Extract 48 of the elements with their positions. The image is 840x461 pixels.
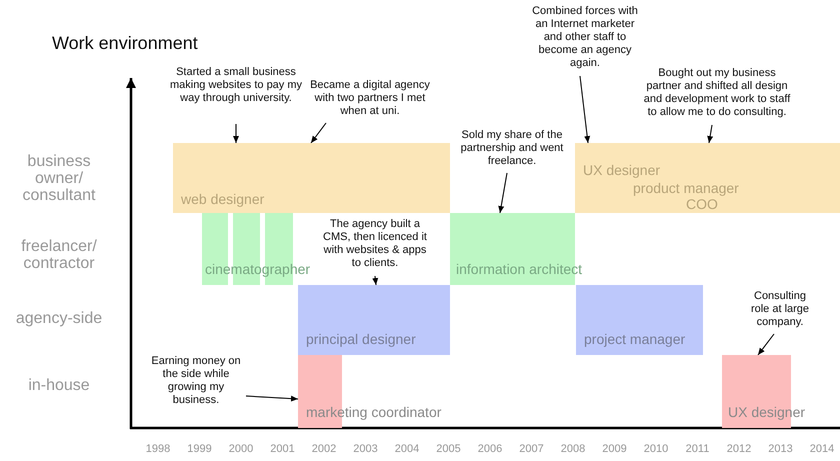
- arrow: [498, 172, 508, 214]
- annotation-text: Became a digital agency with two partners I met when at uni.: [305, 79, 435, 121]
- annotation-text: Bought out my business partner and shifted all design and development work to staff to allow me to do consulting.: [640, 67, 794, 123]
- year-label: 2011: [684, 443, 710, 455]
- year-label: 2005: [435, 443, 462, 455]
- annotation-text: Combined forces with an Internet marketer and other staff to become an agency again.: [532, 5, 638, 74]
- arrow: [246, 396, 298, 402]
- category-label: freelancer/ contractor: [20, 238, 98, 272]
- role-label: COO: [686, 196, 718, 212]
- category-label: in-house: [27, 377, 91, 394]
- year-label: 2010: [642, 443, 670, 455]
- year-label: 2012: [726, 443, 752, 455]
- arrow: [580, 76, 590, 144]
- role-label: product manager: [633, 180, 739, 196]
- role-label: UX designer: [583, 162, 660, 178]
- arrow: [233, 124, 239, 144]
- year-label: 2001: [269, 443, 296, 455]
- arrow: [372, 276, 378, 286]
- year-label: 2004: [394, 443, 420, 455]
- year-label: 2009: [601, 443, 628, 455]
- year-label: 2008: [560, 443, 586, 455]
- role-label: principal designer: [306, 331, 416, 347]
- year-label: 2000: [228, 443, 254, 455]
- year-label: 2014: [808, 443, 836, 455]
- category-label: business owner/ consultant: [22, 153, 96, 204]
- arrow: [310, 122, 326, 144]
- arrow: [707, 124, 714, 144]
- annotation-text: Consulting role at large company.: [745, 290, 815, 332]
- category-label: agency-side: [14, 310, 104, 327]
- year-label: 1998: [144, 443, 172, 455]
- annotation-text: Sold my share of the partnership and went freelance.: [455, 129, 569, 171]
- annotation-text: Earning money on the side while growing my business.: [146, 355, 246, 411]
- year-label: 2013: [767, 443, 794, 455]
- annotation-text: Started a small business making websites to pay my way through university.: [166, 66, 306, 122]
- year-label: 1999: [186, 443, 213, 455]
- role-bar: [576, 285, 703, 355]
- year-label: 2002: [310, 443, 338, 455]
- role-bar: [298, 285, 450, 355]
- year-label: 2003: [352, 443, 379, 455]
- axis-title: Work environment: [52, 33, 198, 54]
- role-label: project manager: [584, 331, 686, 347]
- role-bar: [575, 143, 840, 213]
- year-label: 2006: [476, 443, 504, 455]
- role-bar: [173, 143, 450, 213]
- annotation-text: The agency built a CMS, then licenced it with websites & apps to clients.: [322, 218, 428, 274]
- role-label: web designer: [181, 191, 264, 207]
- arrow: [758, 334, 774, 356]
- year-label: 2007: [518, 443, 545, 455]
